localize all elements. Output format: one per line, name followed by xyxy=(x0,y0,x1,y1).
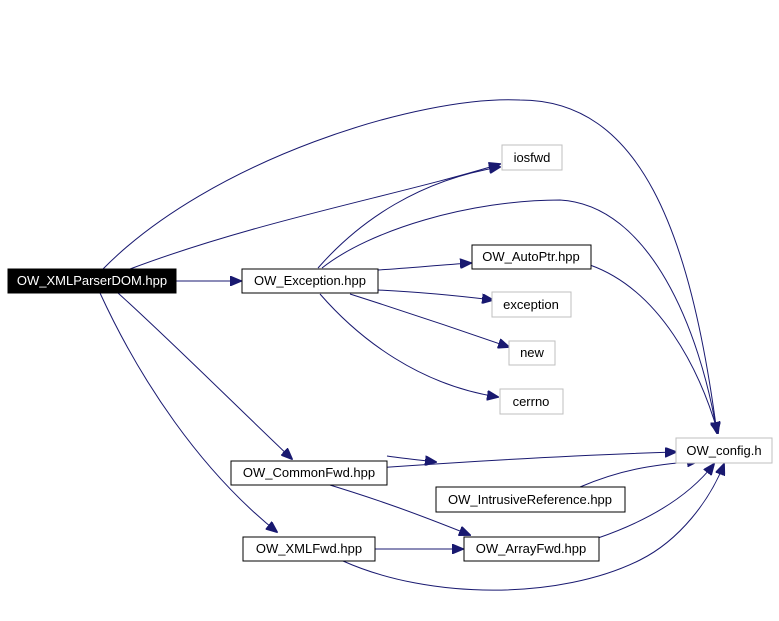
edge-intrusiveref-to-config xyxy=(579,461,698,488)
node-commonfwd[interactable]: OW_CommonFwd.hpp xyxy=(230,460,388,486)
node-label: cerrno xyxy=(513,394,550,409)
node-new[interactable]: new xyxy=(508,340,556,366)
node-label: exception xyxy=(503,297,559,312)
node-label: OW_IntrusiveReference.hpp xyxy=(448,492,612,507)
edge-exception-hpp-to-cerrno xyxy=(319,293,498,397)
edge-commonfwd-to-intrusiveref xyxy=(386,455,436,462)
node-label: OW_AutoPtr.hpp xyxy=(482,249,580,264)
node-cerrno[interactable]: cerrno xyxy=(499,388,564,415)
node-xmlparserdom[interactable]: OW_XMLParserDOM.hpp xyxy=(7,268,177,294)
edge-autoptr-to-config xyxy=(589,264,718,433)
node-label: new xyxy=(520,345,544,360)
edge-xmlfwd-to-config xyxy=(342,464,724,591)
node-autoptr[interactable]: OW_AutoPtr.hpp xyxy=(471,244,592,270)
edge-exception-hpp-to-autoptr xyxy=(377,263,471,271)
edge-exception-hpp-to-exception xyxy=(377,289,493,300)
node-iosfwd[interactable]: iosfwd xyxy=(501,144,563,171)
edge-commonfwd-to-config xyxy=(360,452,676,470)
node-xmlfwd[interactable]: OW_XMLFwd.hpp xyxy=(242,536,376,562)
node-label: OW_config.h xyxy=(686,443,761,458)
edges xyxy=(99,99,724,591)
node-label: OW_Exception.hpp xyxy=(254,273,366,288)
node-exception-hpp[interactable]: OW_Exception.hpp xyxy=(241,268,379,294)
node-intrusiveref[interactable]: OW_IntrusiveReference.hpp xyxy=(435,486,626,513)
edge-xmlparserdom-to-commonfwd xyxy=(117,292,292,459)
edge-arrayfwd-to-config xyxy=(597,464,714,539)
edge-xmlparserdom-to-xmlfwd xyxy=(99,292,277,532)
node-label: OW_CommonFwd.hpp xyxy=(243,465,375,480)
edge-exception-hpp-to-new xyxy=(349,293,509,347)
edge-xmlparserdom-to-config xyxy=(102,99,717,433)
node-label: OW_ArrayFwd.hpp xyxy=(476,541,587,556)
edge-commonfwd-to-arrayfwd xyxy=(319,481,470,535)
node-config[interactable]: OW_config.h xyxy=(675,437,773,464)
node-label: iosfwd xyxy=(514,150,551,165)
node-label: OW_XMLFwd.hpp xyxy=(256,541,362,556)
node-exception[interactable]: exception xyxy=(491,291,572,318)
edge-xmlparserdom-to-iosfwd xyxy=(129,164,500,270)
node-arrayfwd[interactable]: OW_ArrayFwd.hpp xyxy=(463,536,600,562)
edge-exception-hpp-to-iosfwd xyxy=(317,167,500,269)
edge-exception-hpp-to-config xyxy=(321,199,717,433)
node-label: OW_XMLParserDOM.hpp xyxy=(17,273,167,288)
nodes: OW_XMLParserDOM.hpp OW_Exception.hpp OW_… xyxy=(7,144,773,562)
